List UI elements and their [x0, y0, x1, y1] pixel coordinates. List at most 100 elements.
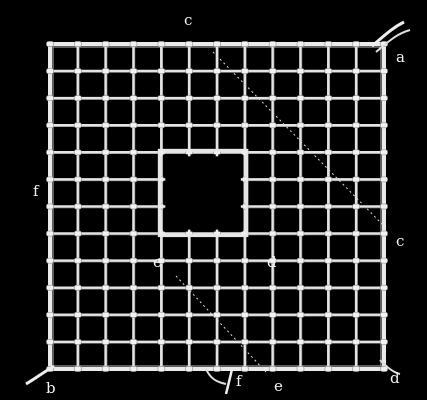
wire-knot	[130, 367, 137, 372]
wire-knot	[102, 177, 109, 182]
wire-knot	[74, 312, 81, 317]
wire-knot	[297, 231, 304, 236]
wire-knot	[269, 42, 276, 47]
label-b: b	[46, 381, 56, 396]
wire-knot	[102, 42, 109, 47]
wire-knot	[186, 339, 193, 344]
wire-knot	[158, 69, 165, 74]
wire-knot	[353, 258, 360, 263]
wire-knot	[325, 123, 332, 128]
wire-knot	[381, 231, 388, 236]
wire-knot	[102, 96, 109, 101]
wire-knot	[102, 150, 109, 155]
wire-knot	[74, 123, 81, 128]
wire-knot	[381, 123, 388, 128]
wire-knot	[269, 204, 276, 209]
wire-knot	[381, 204, 388, 209]
label-f-bottom: f	[236, 374, 242, 389]
wire-knot	[186, 312, 193, 317]
wire-knot	[269, 177, 276, 182]
wire-knot	[74, 96, 81, 101]
wire-knot	[102, 258, 109, 263]
wire-knot	[353, 339, 360, 344]
wire-knot	[130, 177, 137, 182]
wire-knot	[297, 258, 304, 263]
wire-knot	[47, 69, 54, 74]
wire-knot	[381, 96, 388, 101]
wire-knot	[47, 312, 54, 317]
wire-knot	[47, 42, 54, 47]
wire-knot	[130, 258, 137, 263]
wire-knot	[74, 285, 81, 290]
wire-knot	[241, 96, 248, 101]
wire-knot	[130, 150, 137, 155]
wire-knot	[241, 339, 248, 344]
wire-knot	[158, 285, 165, 290]
wire-knot	[297, 123, 304, 128]
wire-knot	[381, 258, 388, 263]
wire-knot	[381, 285, 388, 290]
wire-knot	[47, 123, 54, 128]
wire-knot	[214, 339, 221, 344]
wire-knot	[74, 258, 81, 263]
wire-knot	[325, 367, 332, 372]
wire-knot	[214, 69, 221, 74]
wire-knot	[269, 69, 276, 74]
wire-knot	[353, 177, 360, 182]
wire-knot	[353, 69, 360, 74]
wire-knot	[130, 96, 137, 101]
wire-knot	[47, 258, 54, 263]
wire-knot	[241, 123, 248, 128]
label-a: a	[396, 50, 405, 65]
wire-knot	[186, 42, 193, 47]
wire-knot	[297, 177, 304, 182]
wire-knot	[297, 42, 304, 47]
wire-knot	[325, 69, 332, 74]
wire-knot	[130, 69, 137, 74]
wire-knot	[102, 285, 109, 290]
wire-knot	[297, 367, 304, 372]
label-d-inner: d	[267, 255, 277, 270]
wire-knot	[186, 96, 193, 101]
wire-knot	[325, 150, 332, 155]
label-e-bottom: e	[274, 379, 283, 394]
wire-knot	[269, 231, 276, 236]
wire-knot	[214, 285, 221, 290]
wire-knot	[47, 285, 54, 290]
wire-knot	[102, 123, 109, 128]
wire-knot	[158, 123, 165, 128]
wire-knot	[74, 367, 81, 372]
wire-knot	[74, 69, 81, 74]
wire-knot	[353, 231, 360, 236]
wire-knot	[353, 204, 360, 209]
wire-knot	[381, 339, 388, 344]
wire-knot	[325, 258, 332, 263]
wire-knot	[269, 123, 276, 128]
wire-knot	[158, 96, 165, 101]
wire-knot	[74, 177, 81, 182]
center-hole	[163, 154, 243, 231]
wire-knot	[102, 204, 109, 209]
wire-knot	[353, 42, 360, 47]
wire-knot	[74, 42, 81, 47]
wire-knot	[186, 258, 193, 263]
label-c-top: c	[184, 13, 192, 28]
wire-knot	[214, 258, 221, 263]
wire-knot	[214, 96, 221, 101]
wire-knot	[102, 312, 109, 317]
wire-knot	[325, 285, 332, 290]
wire-knot	[130, 204, 137, 209]
wire-knot	[241, 42, 248, 47]
wire-knot	[269, 339, 276, 344]
wire-knot	[269, 367, 276, 372]
wire-knot	[130, 339, 137, 344]
wire-knot	[353, 123, 360, 128]
wire-knot	[325, 96, 332, 101]
wire-knot	[47, 177, 54, 182]
wire-knot	[214, 367, 221, 372]
wire-knot	[47, 231, 54, 236]
wire-knot	[102, 69, 109, 74]
wire-knot	[381, 150, 388, 155]
wire-knot	[353, 367, 360, 372]
wire-knot	[297, 150, 304, 155]
